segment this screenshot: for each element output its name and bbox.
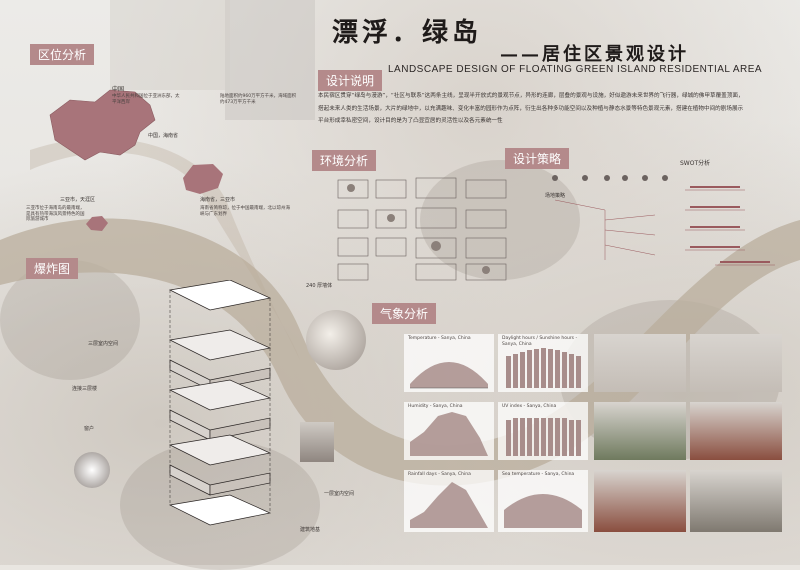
china-desc: 中华人民共和国位于亚洲东部，太平洋西岸 [112, 94, 180, 105]
page-subtitle: ——居住区景观设计 [500, 44, 689, 65]
explode-label-layer3: 三层室内空间 [88, 341, 119, 347]
sanya-desc: 三亚市位于海南岛的最南端，是具有热带海滨风景特色的国际旅游城市 [26, 206, 85, 222]
chart-uv: UV index - Sanya, China [498, 402, 588, 460]
swot-label: SWOT分析 [680, 160, 711, 167]
hainan-desc: 海南省简称琼，位于中国最南端，北以琼州海峡与广东划界 [200, 206, 290, 217]
explode-label-window: 窗户 [84, 426, 95, 432]
strategy-label: 场地策略 [545, 193, 566, 199]
room-photo-circle [74, 452, 110, 488]
chart-title: Sea temperature - Sanya, China [502, 472, 575, 477]
design-description: 本民宿区贯穿“绿岛与漫游”，“社区与联系”这两条主线，呈现半开放式的景观节点，异… [318, 93, 744, 124]
building-silhouette [225, 0, 315, 120]
section-tag-design-note: 设计说明 [318, 70, 383, 91]
exploded-axonometric [168, 280, 272, 526]
render-sunlight-1 [594, 334, 686, 392]
environment-diagrams [337, 177, 507, 281]
chart-temperature: Temperature - Sanya, China [404, 334, 494, 392]
china-desc-2: 陆地面积约960万平方千米，海域面积约473万平方千米 [220, 94, 297, 105]
explode-label-base: 建筑地基 [300, 527, 321, 533]
strategy-mindmap [552, 175, 775, 266]
section-tag-explode: 爆炸图 [26, 258, 79, 279]
render-vegetation-1 [594, 402, 686, 460]
label-china: 中国 [112, 86, 125, 93]
explode-label-stairs: 连接三层楼 [72, 386, 98, 392]
chart-title: Temperature - Sanya, China [408, 336, 471, 341]
chart-title: Rainfall days - Sanya, China [408, 472, 471, 477]
interior-photo-circle [306, 310, 366, 370]
chart-rainfall: Rainfall days - Sanya, China [404, 470, 494, 532]
sanya-map [86, 216, 108, 231]
page-title-english: LANDSCAPE DESIGN OF FLOATING GREEN ISLAN… [388, 64, 763, 75]
window-photo [300, 422, 334, 462]
chart-humidity: Humidity - Sanya, China [404, 402, 494, 460]
label-hainan: 中国，海南省 [148, 133, 179, 139]
building-silhouette [110, 0, 230, 90]
render-paving-1 [594, 470, 686, 532]
section-tag-location: 区位分析 [30, 44, 95, 65]
china-map [49, 89, 156, 161]
section-tag-climate: 气象分析 [372, 303, 437, 324]
chart-daylight: Daylight hours / Sunshine hours - Sanya,… [498, 334, 588, 392]
chart-title: UV index - Sanya, China [502, 404, 557, 409]
chart-sea-temperature: Sea temperature - Sanya, China [498, 470, 588, 532]
label-hainan-city: 海南省，三亚市 [200, 197, 236, 203]
tree-silhouette [0, 260, 140, 380]
section-tag-strategy: 设计策略 [505, 148, 570, 169]
label-sanya: 三亚市，天涯区 [60, 197, 96, 203]
render-sunlight-2 [690, 334, 782, 392]
explode-label-roof: 240 厚墙体 [306, 283, 333, 289]
section-tag-environment: 环境分析 [312, 150, 377, 171]
render-paving-2 [690, 470, 782, 532]
chart-title: Humidity - Sanya, China [408, 404, 463, 409]
page-title: 漂浮．绿岛 [332, 18, 483, 48]
hainan-map [183, 164, 223, 194]
render-vegetation-2 [690, 402, 782, 460]
chart-title: Daylight hours / Sunshine hours - Sanya,… [502, 336, 578, 347]
explode-label-layer1: 一层室内空间 [324, 491, 355, 497]
